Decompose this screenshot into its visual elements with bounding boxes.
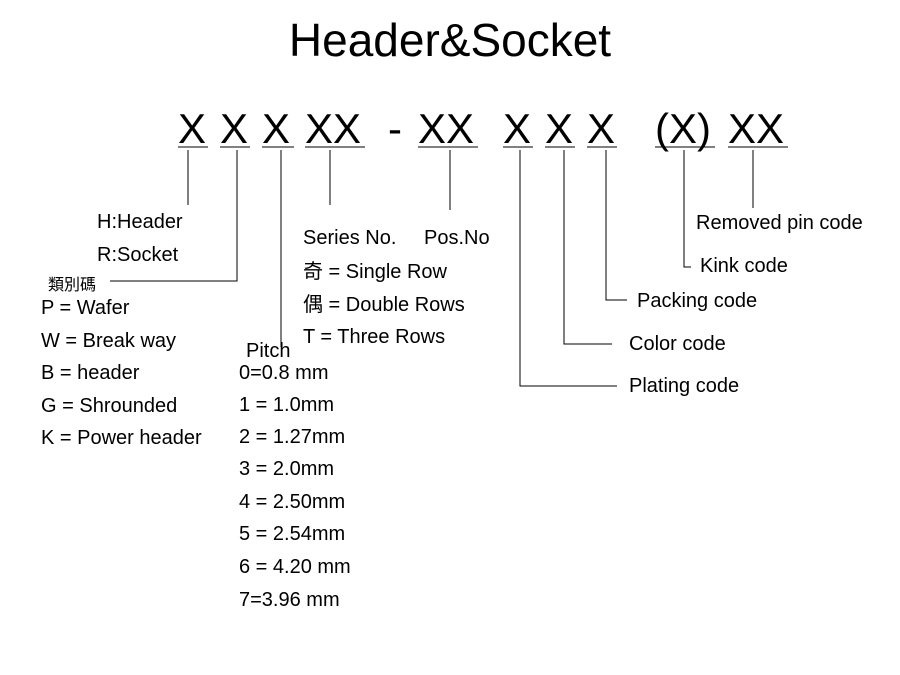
pitch-item: 3 = 2.0mm [239, 458, 335, 480]
category-item: K = Power header [41, 427, 202, 449]
series-item: 偶 = Double Rows [303, 294, 465, 316]
pitch-item: 6 = 4.20 mm [239, 556, 351, 578]
category-label: 類別碼 [48, 277, 97, 294]
pos-label: Pos.No [424, 227, 490, 249]
leader-plating [519, 150, 617, 387]
pitch-item: 4 = 2.50mm [239, 491, 346, 513]
type-socket-label: R:Socket [97, 244, 179, 266]
category-item: P = Wafer [41, 297, 130, 319]
leader-category [110, 150, 238, 282]
leader-kink [683, 150, 691, 268]
code-char-2: X [220, 105, 249, 152]
code-char-6: X [503, 105, 532, 152]
pitch-item: 2 = 1.27mm [239, 426, 346, 448]
category-item: W = Break way [41, 330, 177, 352]
pitch-item: 0=0.8 mm [239, 362, 329, 384]
code-char-7: X [545, 105, 574, 152]
code-char-9: (X) [655, 105, 711, 152]
code-char-3: X [262, 105, 291, 152]
pitch-item: 7=3.96 mm [239, 589, 340, 611]
color-code-label: Color code [629, 333, 726, 355]
removed-pin-code-label: Removed pin code [696, 212, 863, 234]
pitch-item: 1 = 1.0mm [239, 394, 335, 416]
kink-code-label: Kink code [700, 255, 788, 277]
series-label: Series No. [303, 227, 397, 249]
code-char-5: XX [418, 105, 475, 152]
category-item: G = Shrounded [41, 395, 178, 417]
pitch-item: 5 = 2.54mm [239, 523, 346, 545]
type-header-label: H:Header [97, 211, 183, 233]
code-char-8: X [587, 105, 616, 152]
page-title: Header&Socket [288, 14, 612, 66]
plating-code-label: Plating code [629, 375, 740, 397]
code-char-4: XX [305, 105, 362, 152]
series-item: T = Three Rows [303, 326, 446, 348]
series-item: 奇 = Single Row [303, 261, 447, 283]
pitch-label: Pitch [246, 340, 291, 362]
leader-color [563, 150, 612, 345]
code-char-10: XX [728, 105, 785, 152]
category-item: B = header [41, 362, 140, 384]
code-char-1: X [178, 105, 207, 152]
leader-packing [605, 150, 627, 301]
code-dash: - [388, 105, 402, 152]
packing-code-label: Packing code [637, 290, 758, 312]
